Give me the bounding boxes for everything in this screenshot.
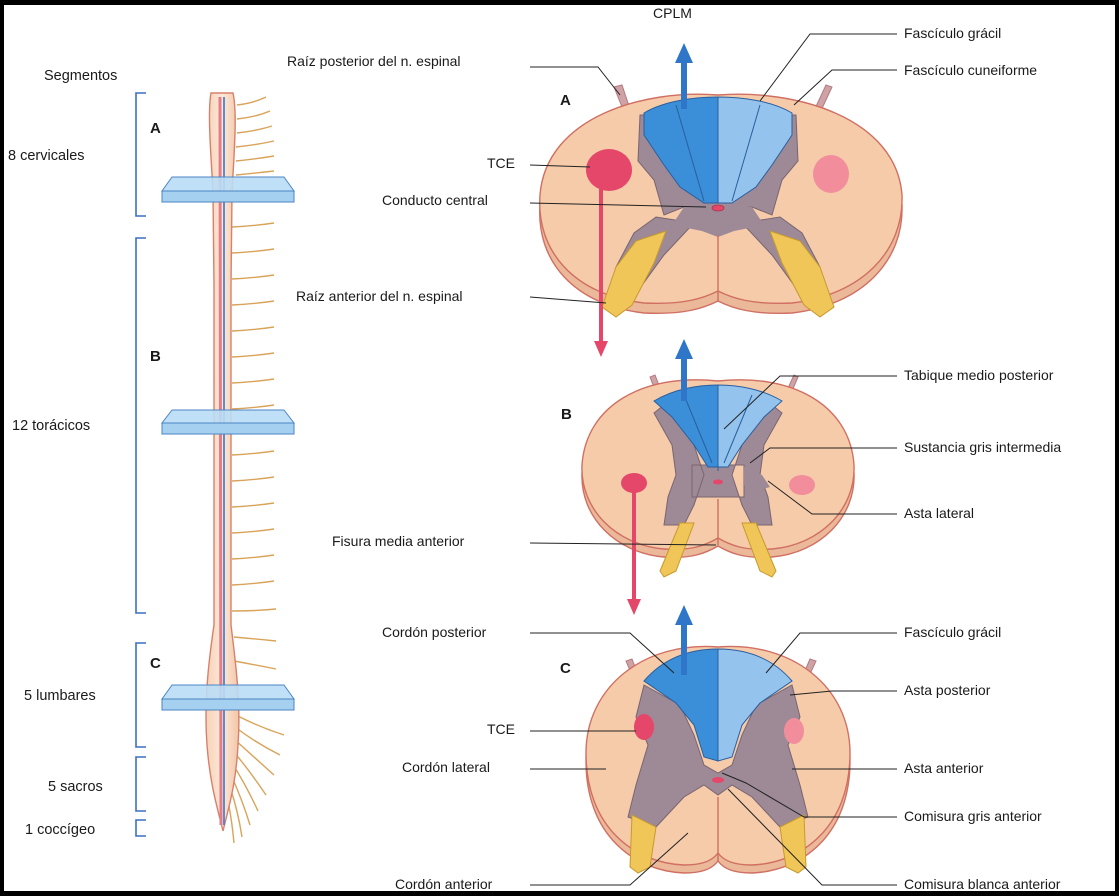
section-c-central-canal [712,777,724,783]
cordon-lateral-label: Cordón lateral [402,759,490,775]
cord-level-b-letter: B [150,348,161,365]
lumbar-bracket [136,643,146,747]
tabique-medio-posterior-label: Tabique medio posterior [904,367,1054,383]
sacral-bracket [136,757,146,811]
cord-level-a-letter: A [150,120,161,137]
fasciculo-gracil-c-label: Fascículo grácil [904,624,1001,640]
thoracic-bracket [136,238,146,613]
section-a-letter: A [560,92,571,109]
section-a-central-canal [712,205,724,211]
cord-level-c-letter: C [150,655,161,672]
cervical-bracket [136,93,146,216]
section-a-spinothalamic-right [813,155,849,193]
sustancia-gris-intermedia-label: Sustancia gris intermedia [904,439,1061,455]
anterior-spinal-artery [220,97,221,825]
sacral-label: 5 sacros [48,779,103,795]
cervical-label: 8 cervicales [8,148,85,164]
longitudinal-spinal-cord: Segmentos 8 cervicales 12 torácicos 5 lu… [8,68,294,843]
asta-anterior-label: Asta anterior [904,760,984,776]
fasciculo-gracil-a-label: Fascículo grácil [904,25,1001,41]
cross-section-a: A [540,43,902,357]
section-b-central-canal [713,480,723,485]
section-plane-b [162,410,294,434]
lumbar-label: 5 lumbares [24,688,96,704]
tce-a-label: TCE [487,155,515,171]
cross-section-b: B [561,339,854,615]
spinal-cord-body [206,93,239,831]
fisura-media-anterior-label: Fisura media anterior [332,533,465,549]
conducto-central-label: Conducto central [382,192,488,208]
spinal-cord-diagram: Segmentos 8 cervicales 12 torácicos 5 lu… [4,5,1115,891]
cordon-posterior-label: Cordón posterior [382,624,487,640]
cross-section-c: C [560,605,850,873]
section-a-spinothalamic-left [586,149,632,191]
section-b-letter: B [561,406,572,423]
thoracic-label: 12 torácicos [12,418,90,434]
asta-posterior-label: Asta posterior [904,682,991,698]
raiz-anterior-label: Raíz anterior del n. espinal [296,288,463,304]
comisura-blanca-anterior-label: Comisura blanca anterior [904,876,1061,891]
coccygeal-label: 1 coccígeo [25,822,95,838]
tce-c-label: TCE [487,721,515,737]
section-c-spinothalamic-right [784,718,804,744]
coccygeal-bracket [136,820,146,836]
figure-panel: Segmentos 8 cervicales 12 torácicos 5 lu… [4,5,1115,891]
section-plane-c [162,685,294,710]
section-c-spinothalamic-left [634,714,654,740]
asta-lateral-label: Asta lateral [904,505,974,521]
section-plane-a [162,177,294,202]
cplm-label: CPLM [653,5,692,21]
fasciculo-cuneiforme-label: Fascículo cuneiforme [904,62,1037,78]
section-c-letter: C [560,660,571,677]
segments-header: Segmentos [44,68,117,84]
section-b-spinothalamic-right [789,475,815,495]
cordon-anterior-label: Cordón anterior [395,876,493,891]
raiz-posterior-label: Raíz posterior del n. espinal [287,53,461,69]
comisura-gris-anterior-label: Comisura gris anterior [904,808,1042,824]
